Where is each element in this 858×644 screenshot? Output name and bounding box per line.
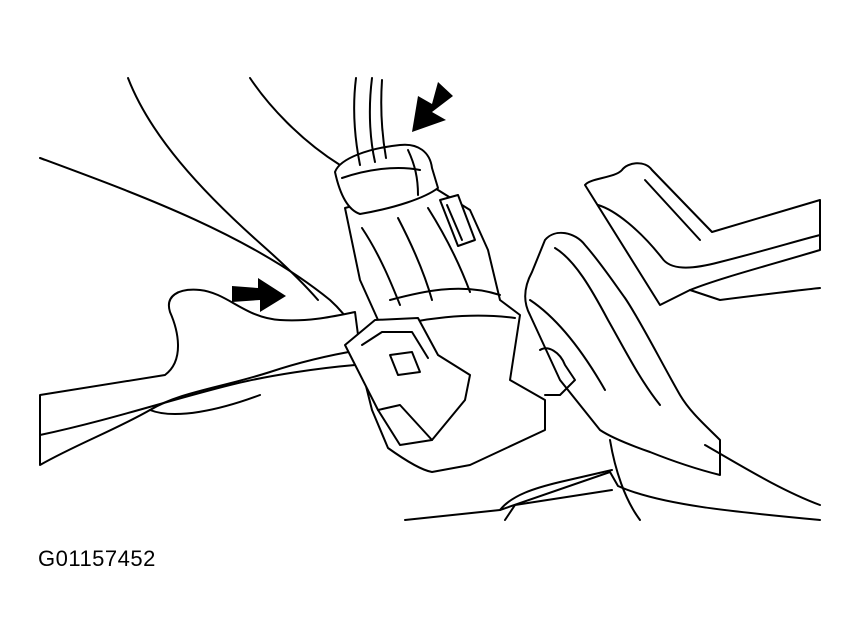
wire-right xyxy=(368,77,376,163)
locking-tab-slot xyxy=(446,204,463,241)
cap-ridge xyxy=(407,149,419,196)
lock-clip-edge xyxy=(377,404,433,441)
clamp-inner-edge xyxy=(554,247,661,406)
lock-clip-slot xyxy=(389,351,421,376)
body-panel-curve-right xyxy=(249,77,341,166)
body-panel-curve-left xyxy=(127,77,319,301)
arrow-pointing-to-clip xyxy=(232,278,286,312)
clamp-outer-edge xyxy=(704,444,821,506)
housing-seam-2 xyxy=(397,217,433,301)
mounting-bracket xyxy=(39,288,361,466)
clamp-body xyxy=(524,231,721,476)
wire-left xyxy=(353,77,361,166)
base-plate-lower xyxy=(504,489,613,521)
housing-seam-3 xyxy=(427,207,471,293)
cap-top-edge xyxy=(341,167,421,179)
figure-code: G01157452 xyxy=(38,546,156,571)
housing-side-step xyxy=(539,347,576,396)
clamp-inner-edge-2 xyxy=(529,299,606,391)
clamp-lower-edge xyxy=(609,439,641,521)
housing-collar xyxy=(389,287,501,301)
bracket-lower-edge xyxy=(39,364,356,436)
right-bracket-rib xyxy=(689,287,821,301)
lock-clip xyxy=(344,317,471,446)
right-bracket-edge xyxy=(597,204,821,269)
right-bracket-slot xyxy=(644,179,701,241)
base-plate-edge xyxy=(404,471,821,521)
lock-clip-inner xyxy=(361,331,429,359)
base-plate-inner xyxy=(499,469,613,511)
bracket-lower-rib xyxy=(149,394,261,416)
arrow-pointing-to-connector xyxy=(412,82,453,132)
right-bracket xyxy=(584,162,821,306)
wire-right-2 xyxy=(380,79,387,159)
